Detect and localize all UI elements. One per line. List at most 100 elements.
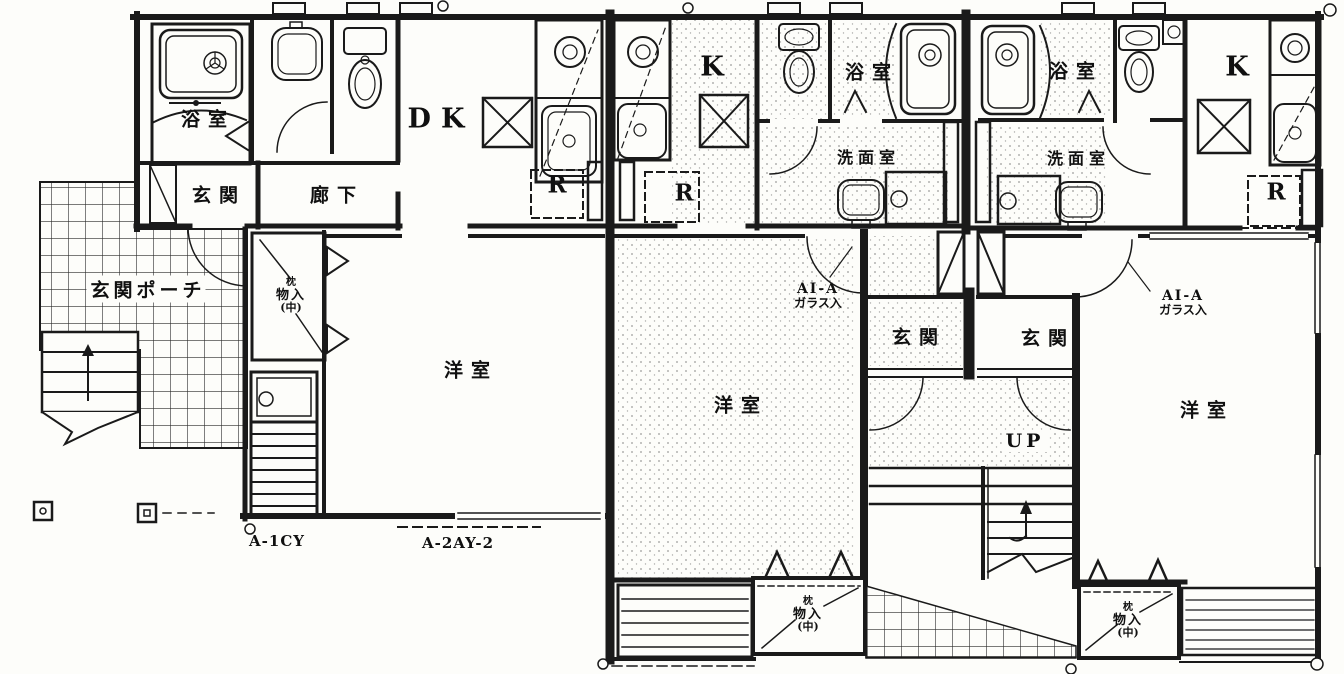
refrigerator-label-2: R — [674, 179, 694, 207]
hatch-box-icon — [1196, 98, 1252, 155]
room-label-entrance-2: 玄関 — [891, 326, 947, 349]
folding-door-icon — [1085, 556, 1171, 587]
survey-marker — [136, 502, 158, 524]
washer-pan-icon — [249, 370, 319, 424]
room-label-bath-1: 浴室 — [180, 108, 236, 131]
stove-icon — [627, 36, 659, 68]
room-label-kitchen-3: K — [1225, 51, 1259, 83]
closet-mid-note: (中) — [280, 301, 302, 315]
bathroom-2-fixtures — [843, 22, 957, 120]
stove-icon — [1280, 33, 1310, 63]
folding-door-icon — [326, 245, 350, 355]
bathtub-icon — [158, 28, 244, 100]
pipe-shaft — [1300, 168, 1324, 228]
washer-pan-icon — [884, 170, 948, 226]
hatch-box-icon — [481, 96, 534, 149]
room-label-bath-3: 浴室 — [1048, 60, 1104, 83]
room-label-western-3: 洋室 — [1179, 399, 1235, 422]
annotation-marks — [32, 0, 1337, 674]
room-label-hallway: 廊下 — [309, 184, 365, 207]
kitchen-3-fixtures — [1196, 18, 1324, 228]
closet-shelf-note: 枕 — [802, 596, 813, 608]
refrigerator-label-3: R — [1266, 178, 1286, 206]
dk-fixtures — [481, 18, 636, 222]
washbasin-icon — [837, 179, 885, 229]
door-spec-material: ガラス入 — [794, 296, 842, 311]
refrigerator-space-1 — [530, 169, 584, 219]
room-label-washroom-3: 洗面室 — [1046, 149, 1111, 168]
stairs-stripes — [250, 433, 318, 507]
room-label-kitchen-2: K — [700, 51, 734, 83]
folding-door-icon — [1077, 88, 1102, 114]
kitchen-2-fixtures — [612, 18, 750, 223]
pipe-shaft — [586, 160, 604, 222]
closet-name: 物入 — [1112, 612, 1144, 628]
washroom-2-fixtures — [837, 120, 992, 229]
pipe-shaft — [618, 160, 636, 222]
door-spec-code: AI-A — [1161, 288, 1205, 305]
closet-label-1: 枕 物入 (中) — [276, 278, 306, 314]
closet-label-2: 枕 物入 (中) — [793, 597, 823, 633]
bathroom-1-fixtures — [150, 22, 252, 166]
survey-marker — [32, 500, 54, 522]
panel-code-2: A-2AY-2 — [421, 534, 495, 552]
utility-block-1 — [249, 370, 319, 518]
center-porch-tile — [865, 585, 1077, 659]
veranda-deck — [1180, 586, 1320, 657]
room-label-bath-2: 浴室 — [844, 61, 900, 84]
window-strip-room2 — [616, 583, 754, 659]
room-label-washroom-2: 洗面室 — [836, 148, 901, 167]
shoe-cabinet-icon — [149, 164, 177, 224]
closet-mid-note: (中) — [797, 620, 819, 634]
corner-sink-icon — [1162, 19, 1186, 45]
hatch-box-icon — [698, 93, 750, 149]
stipple-texture — [618, 20, 1112, 578]
toilet-icon — [343, 27, 387, 109]
closet-shelf-note: 枕 — [285, 277, 296, 289]
bathtub-icon — [980, 24, 1036, 116]
closet-name: 物入 — [275, 287, 307, 303]
room-label-western-1: 洋室 — [443, 359, 499, 382]
porch-steps — [40, 330, 140, 447]
closet-shelf-note: 枕 — [1122, 602, 1133, 614]
washroom-3-fixtures — [996, 174, 1103, 231]
closet-mid-note: (中) — [1117, 626, 1139, 640]
pipe-shaft — [942, 120, 960, 224]
label-entrance-porch: 玄関ポーチ — [86, 275, 206, 303]
toilet-icon — [778, 23, 820, 94]
toilet-room-3-fixtures — [1118, 19, 1186, 93]
closet-label-3: 枕 物入 (中) — [1113, 603, 1143, 639]
sink-room-1-fixtures — [271, 21, 323, 81]
up-arrow-icon — [1020, 500, 1032, 514]
stove-icon — [554, 36, 586, 68]
room-label-dk: DK — [407, 103, 475, 135]
refrigerator-label-1: R — [547, 171, 567, 199]
staircase — [868, 466, 1074, 580]
door-spec-material: ガラス入 — [1159, 303, 1207, 318]
toilet-room-2-fixtures — [778, 23, 820, 94]
door-spec-annotation-3: AI-A ガラス入 — [1159, 288, 1207, 318]
label-stairs-up: UP — [1001, 430, 1049, 452]
entrance-1 — [149, 164, 177, 224]
closet-3 — [1077, 556, 1181, 660]
refrigerator-space-2 — [644, 171, 700, 223]
washbasin-icon — [271, 21, 323, 81]
folding-door-icon — [843, 88, 868, 114]
door-spec-code: AI-A — [796, 281, 840, 298]
closet-name: 物入 — [792, 606, 824, 622]
panel-code-1: A-1CY — [249, 532, 305, 550]
toilet-room-1-fixtures — [343, 27, 387, 109]
refrigerator-space-3 — [1247, 175, 1301, 227]
kitchen-sink-icon — [1273, 103, 1317, 163]
washer-pan-icon — [996, 174, 1062, 226]
closet-1 — [250, 231, 350, 362]
toilet-icon — [1118, 25, 1160, 93]
room-label-western-2: 洋室 — [713, 394, 769, 417]
closet-2 — [751, 549, 867, 656]
washbasin-icon — [1055, 181, 1103, 231]
bathtub-icon — [899, 22, 957, 116]
room-label-entrance-1: 玄関 — [191, 184, 247, 207]
pipe-shaft — [974, 120, 992, 224]
